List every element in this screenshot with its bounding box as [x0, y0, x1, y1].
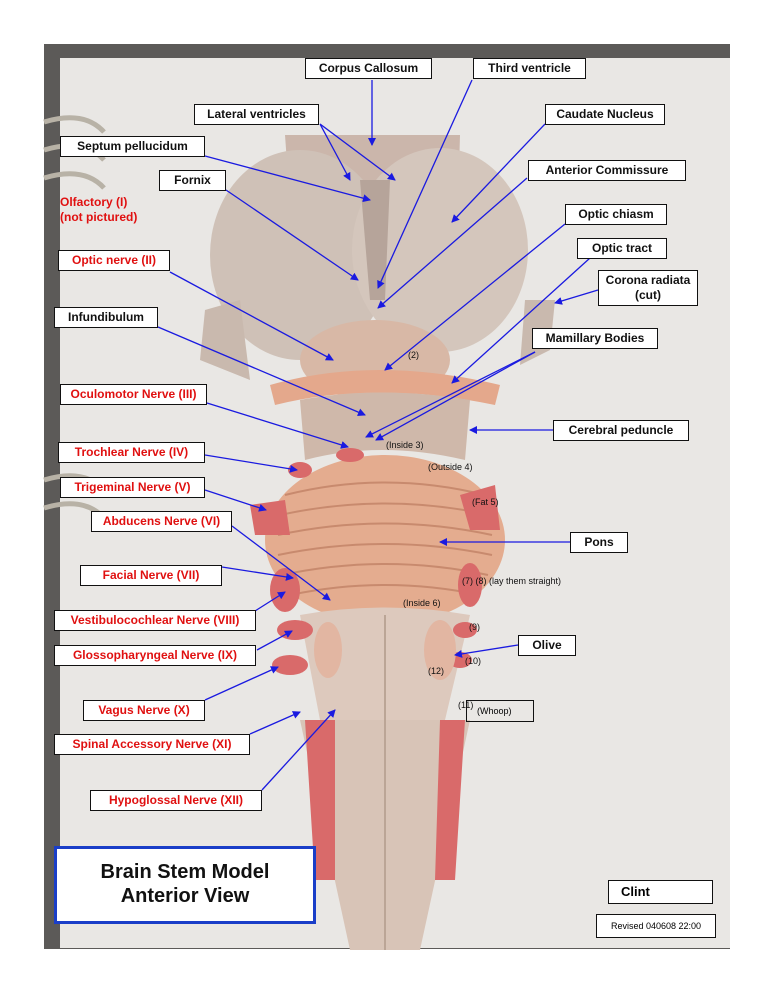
label-fornix: Fornix	[159, 170, 226, 191]
annotation-inside-6: (Inside 6)	[403, 598, 441, 608]
annotation-11: (11)	[458, 700, 474, 710]
label-optic-tract: Optic tract	[577, 238, 667, 259]
label-corpus-callosum: Corpus Callosum	[305, 58, 432, 79]
label-third-ventricle: Third ventricle	[473, 58, 586, 79]
label-corona-radiata: Corona radiata (cut)	[598, 270, 698, 306]
title-line-1: Brain Stem Model	[100, 861, 270, 883]
label-trochlear-nerve: Trochlear Nerve (IV)	[58, 442, 205, 463]
label-facial-nerve: Facial Nerve (VII)	[80, 565, 222, 586]
label-infundibulum: Infundibulum	[54, 307, 158, 328]
annotation-fat-5: (Fat 5)	[472, 497, 499, 507]
label-pons: Pons	[570, 532, 628, 553]
annotation-7-8: (7) (8) (lay them straight)	[462, 576, 562, 586]
annotation-2: (2)	[408, 350, 419, 360]
label-glossopharyngeal-nerve: Glossopharyngeal Nerve (IX)	[54, 645, 256, 666]
septum-fornix	[360, 180, 390, 300]
label-vagus-nerve: Vagus Nerve (X)	[83, 700, 205, 721]
pons	[265, 455, 505, 625]
label-olive: Olive	[518, 635, 576, 656]
title-line-2: Anterior View	[120, 885, 250, 907]
cranial-nerve-roots	[250, 448, 500, 880]
label-vestibulocochlear-nerve: Vestibulocochlear Nerve (VIII)	[54, 610, 256, 631]
label-trigeminal-nerve: Trigeminal Nerve (V)	[60, 477, 205, 498]
label-oculomotor-nerve: Oculomotor Nerve (III)	[60, 384, 207, 405]
pointer-arrows	[157, 79, 599, 791]
annotation-inside-3: (Inside 3)	[386, 440, 424, 450]
label-mamillary-bodies: Mamillary Bodies	[532, 328, 658, 349]
annotation-9: (9)	[469, 622, 480, 632]
author-box: Clint	[608, 880, 713, 904]
label-optic-chiasm: Optic chiasm	[565, 204, 667, 225]
label-lateral-ventricles: Lateral ventricles	[194, 104, 319, 125]
label-septum-pellucidum: Septum pellucidum	[60, 136, 205, 157]
annotation-whoop: (Whoop)	[466, 700, 534, 722]
label-olfactory: Olfactory (I) (not pictured)	[60, 195, 138, 224]
label-abducens-nerve: Abducens Nerve (VI)	[91, 511, 232, 532]
annotation-12: (12)	[428, 666, 445, 676]
left-hemisphere	[210, 150, 390, 360]
annotation-10: (10)	[465, 656, 482, 666]
label-hypoglossal-nerve: Hypoglossal Nerve (XII)	[90, 790, 262, 811]
label-spinal-accessory-nerve: Spinal Accessory Nerve (XI)	[54, 734, 250, 755]
label-cerebral-peduncle: Cerebral peduncle	[553, 420, 689, 441]
title-box: Brain Stem Model Anterior View	[54, 846, 316, 924]
corona-radiata-left	[200, 300, 250, 380]
olive	[424, 620, 456, 680]
olive-left	[314, 622, 342, 678]
label-caudate-nucleus: Caudate Nucleus	[545, 104, 665, 125]
label-anterior-commissure: Anterior Commissure	[528, 160, 686, 181]
revised-box: Revised 040608 22:00	[596, 914, 716, 938]
right-hemisphere	[352, 148, 528, 352]
label-optic-nerve: Optic nerve (II)	[58, 250, 170, 271]
annotation-outside-4: (Outside 4)	[428, 462, 473, 472]
